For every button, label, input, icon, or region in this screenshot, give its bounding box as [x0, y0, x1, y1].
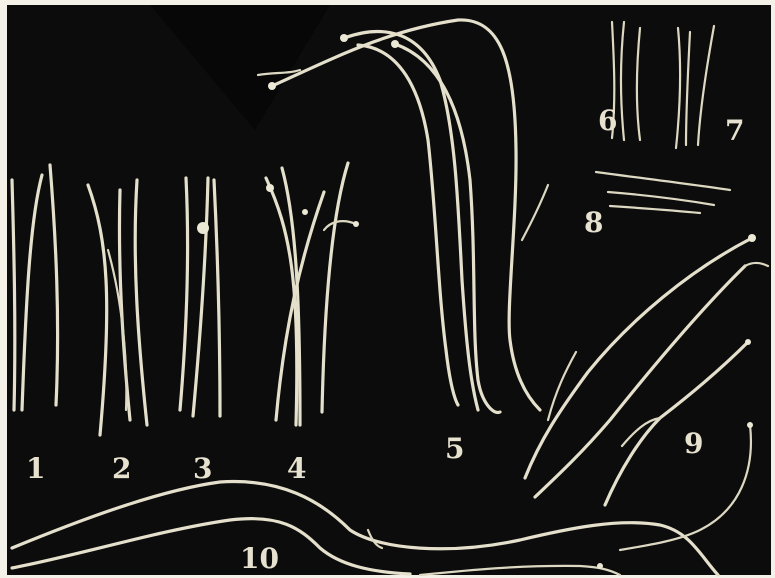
label-10: 10 [240, 542, 279, 575]
label-4: 4 [287, 452, 306, 485]
label-9: 9 [684, 427, 703, 460]
label-5: 5 [445, 432, 464, 465]
label-7: 7 [725, 114, 744, 147]
label-1: 1 [26, 452, 45, 485]
label-6: 6 [598, 104, 617, 137]
label-3: 3 [193, 452, 212, 485]
label-2: 2 [112, 452, 131, 485]
label-8: 8 [584, 206, 603, 239]
